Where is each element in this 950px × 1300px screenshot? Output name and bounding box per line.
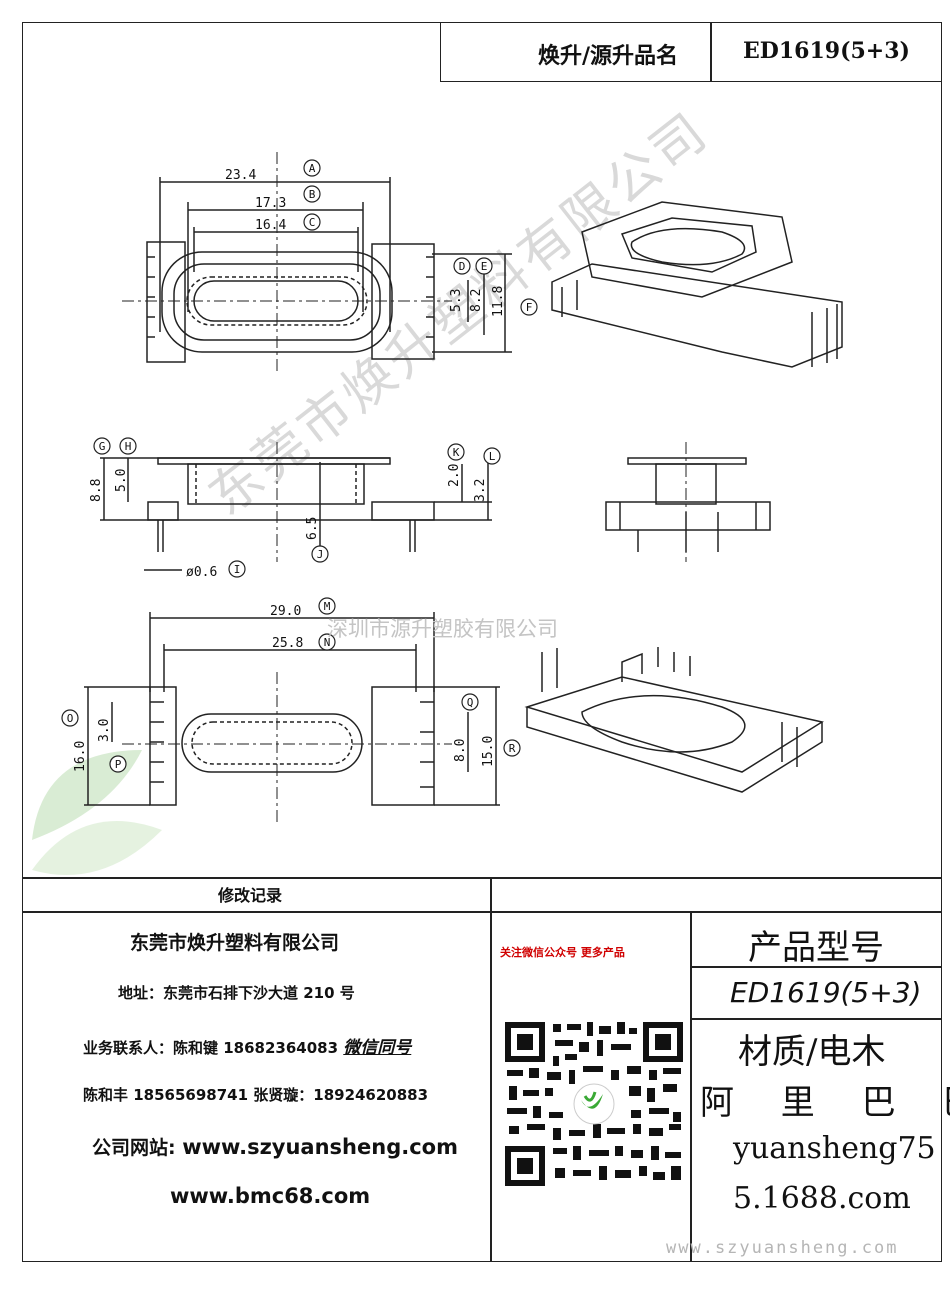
wechat-qr-code[interactable]: [503, 1020, 685, 1188]
marker-label-c: C: [309, 216, 316, 229]
center-watermark: 深圳市源升塑胶有限公司: [327, 617, 558, 641]
alibaba-label: 阿 里 巴 巴: [700, 1083, 950, 1123]
website-link-1[interactable]: www.szyuansheng.com: [182, 1135, 458, 1159]
material-label: 材质/电木: [738, 1032, 886, 1072]
marker-circle-d: [453, 257, 471, 275]
marker-label-p: P: [115, 758, 122, 771]
dim-K: 2.0: [447, 464, 462, 487]
alibaba-url-2[interactable]: 5.1688.com: [733, 1181, 911, 1216]
title-block: [440, 22, 942, 82]
marker-circle-l: [483, 447, 501, 465]
dim-H: 5.0: [114, 469, 129, 492]
marker-label-b: B: [309, 188, 316, 201]
product-model: ED1619(5+3): [743, 38, 910, 64]
marker-label-q: Q: [467, 696, 474, 709]
marker-circle-i: [228, 560, 246, 578]
product-name-label: 焕升/源升品名: [538, 43, 679, 69]
dim-M: 29.0: [270, 604, 301, 619]
marker-circle-r: [503, 739, 521, 757]
marker-label-j: J: [317, 548, 324, 561]
marker-circle-o: [61, 709, 79, 727]
marker-circle-g: [93, 437, 111, 455]
marker-label-f: F: [526, 301, 533, 314]
dim-P: 3.0: [97, 719, 112, 742]
company-name: 东莞市焕升塑料有限公司: [130, 932, 340, 954]
wechat-same-label: 微信同号: [343, 1038, 412, 1058]
revision-rule: [22, 911, 942, 913]
marker-circle-q: [461, 693, 479, 711]
marker-circle-m: [318, 597, 336, 615]
revision-label: 修改记录: [218, 886, 283, 905]
marker-circle-a: [303, 159, 321, 177]
dim-Q: 8.0: [453, 739, 468, 762]
website-line-1: 公司网站: www.szyuansheng.com: [92, 1133, 458, 1160]
alibaba-url-1[interactable]: yuansheng75: [733, 1131, 936, 1166]
dim-I: ø0.6: [186, 565, 217, 580]
footer-top-rule: [22, 877, 942, 879]
marker-circle-p: [109, 755, 127, 773]
product-model-value: ED1619(5+3): [730, 976, 922, 1009]
marker-label-i: I: [234, 563, 241, 576]
product-model-label: 产品型号: [748, 928, 884, 968]
model-rule-2: [690, 1018, 942, 1020]
dim-F: 11.8: [491, 286, 506, 317]
footer-divider-2: [690, 911, 692, 1262]
marker-circle-e: [475, 257, 493, 275]
marker-circle-k: [447, 443, 465, 461]
dim-B: 17.3: [255, 196, 286, 211]
marker-label-d: D: [459, 260, 466, 273]
company-address: 地址：东莞市石排下沙大道 210 号: [118, 984, 355, 1002]
dim-A: 23.4: [225, 168, 256, 183]
dim-G: 8.8: [89, 479, 104, 502]
model-rule-1: [690, 966, 942, 968]
marker-label-a: A: [309, 162, 316, 175]
marker-circle-n: [318, 633, 336, 651]
marker-circle-f: [520, 298, 538, 316]
marker-circle-c: [303, 213, 321, 231]
marker-label-m: M: [324, 600, 331, 613]
technical-drawing: 23.4 17.3 16.4 5.3 8.2 11.8 8.8 5.0 2.0 …: [61, 152, 843, 822]
dim-D: 5.3: [449, 289, 464, 312]
dim-R: 15.0: [481, 736, 496, 767]
marker-label-n: N: [324, 636, 331, 649]
title-block-divider: [710, 22, 712, 82]
dim-C: 16.4: [255, 218, 286, 233]
wechat-promo: 关注微信公众号 更多产品: [500, 946, 625, 959]
dim-J: 6.5: [305, 517, 320, 540]
dim-E: 8.2: [469, 289, 484, 312]
dim-N: 25.8: [272, 636, 303, 651]
marker-circle-b: [303, 185, 321, 203]
footer-watermark: www.szyuansheng.com: [666, 1238, 899, 1258]
dim-L: 3.2: [473, 479, 488, 502]
brand-leaf-watermark-icon: [32, 750, 162, 875]
marker-circle-j: [311, 545, 329, 563]
marker-label-k: K: [453, 446, 460, 459]
website-label: 公司网站:: [92, 1137, 176, 1159]
dim-O: 16.0: [73, 741, 88, 772]
contact-line-2: 陈和丰 18565698741 张贤璇：18924620883: [83, 1086, 429, 1104]
marker-label-h: H: [125, 440, 132, 453]
footer-divider-1: [490, 877, 492, 1262]
marker-circle-h: [119, 437, 137, 455]
marker-label-l: L: [489, 450, 496, 463]
contact-line-1: 业务联系人：陈和键 18682364083 微信同号: [83, 1033, 411, 1058]
marker-label-r: R: [509, 742, 516, 755]
marker-label-g: G: [99, 440, 106, 453]
contact-primary: 业务联系人：陈和键 18682364083: [83, 1039, 339, 1057]
marker-label-o: O: [67, 712, 74, 725]
marker-label-e: E: [481, 260, 488, 273]
website-link-2[interactable]: www.bmc68.com: [170, 1184, 371, 1208]
